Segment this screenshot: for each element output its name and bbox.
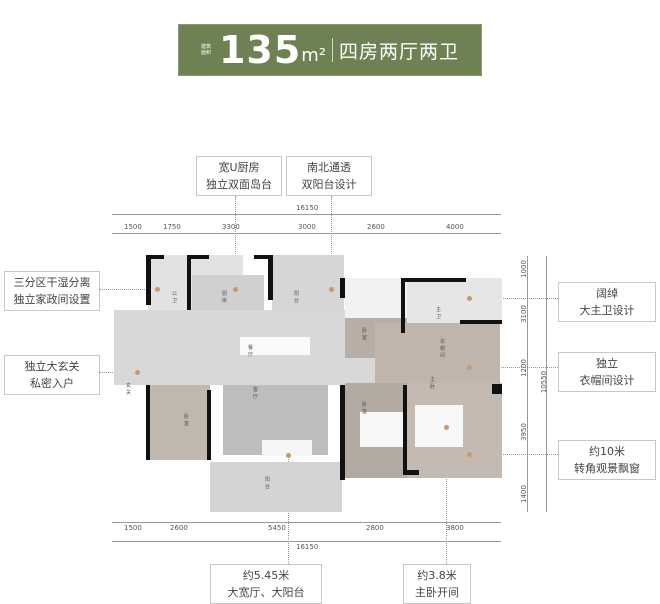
dim-bottom: 2600 — [170, 524, 188, 532]
room-label: 主卧 — [430, 377, 436, 390]
leader-line — [235, 196, 236, 286]
leader-line — [470, 367, 558, 368]
marker-dot — [155, 287, 160, 292]
marker-dot — [286, 453, 291, 458]
callout-window: 约10米转角观景飘窗 — [558, 440, 656, 480]
dim-right: 1400 — [519, 485, 528, 503]
marker-dot — [329, 287, 334, 292]
callout-line: 独立家政间设置 — [13, 293, 91, 306]
callout-line: 独立 — [596, 357, 618, 370]
callout-balcony: 南北通透双阳台设计 — [286, 156, 372, 196]
dim-right-total: 10550 — [540, 370, 549, 394]
dim-top: 3300 — [222, 223, 240, 231]
marker-dot — [444, 425, 449, 430]
dim-right: 1200 — [519, 359, 528, 377]
layout-type: 四房两厅两卫 — [339, 40, 460, 63]
dim-top: 1750 — [163, 223, 181, 231]
dimension-line — [112, 522, 501, 523]
marker-dot — [467, 452, 472, 457]
dim-bottom: 1500 — [124, 524, 142, 532]
callout-line: 宽U厨房 — [218, 161, 260, 174]
room-label: 卧室 — [184, 414, 190, 427]
callout-line: 主卧开间 — [415, 586, 459, 599]
dimension-line — [527, 256, 528, 512]
callout-line: 大主卫设计 — [579, 304, 635, 317]
callout-master-bed: 约3.8米主卧开间 — [403, 564, 471, 604]
callout-line: 约5.45米 — [242, 569, 290, 582]
area-unit: m² — [301, 44, 327, 66]
leader-line — [99, 289, 157, 290]
callout-line: 独立大玄关 — [24, 360, 80, 373]
callout-line: 南北通透 — [307, 161, 351, 174]
leader-line — [331, 196, 332, 286]
callout-line: 阔绰 — [596, 287, 618, 300]
marker-dot — [233, 287, 238, 292]
leader-line — [446, 427, 447, 564]
callout-line: 私密入户 — [30, 377, 74, 390]
callout-line: 三分区干湿分离 — [13, 276, 91, 289]
dim-right: 3100 — [519, 305, 528, 323]
callout-closet: 独立衣帽间设计 — [558, 352, 656, 392]
callout-line: 约10米 — [589, 445, 625, 458]
dim-bottom: 2800 — [366, 524, 384, 532]
dim-top: 2600 — [367, 223, 385, 231]
room-label: 阳台 — [265, 477, 271, 490]
dim-right: 3950 — [519, 423, 528, 441]
room-label: 玄关 — [126, 383, 132, 396]
callout-master-bath: 阔绰大主卫设计 — [558, 282, 656, 322]
room-label: 餐厅 — [248, 345, 254, 358]
room-label: 公卫 — [172, 291, 178, 304]
area-banner: 建筑面积 135 m² 四房两厅两卫 — [178, 24, 482, 76]
callout-line: 独立双面岛台 — [206, 178, 272, 191]
dim-bottom-total: 16150 — [296, 543, 319, 551]
callout-line: 约3.8米 — [417, 569, 457, 582]
leader-line — [470, 298, 558, 299]
dimension-line — [546, 256, 547, 512]
dim-bottom: 3800 — [446, 524, 464, 532]
callout-line: 大宽厅、大阳台 — [227, 586, 305, 599]
area-label: 建筑面积 — [200, 44, 211, 56]
callout-line: 双阳台设计 — [301, 178, 357, 191]
room-label: 厨房 — [222, 291, 228, 304]
dim-bottom: 5450 — [268, 524, 286, 532]
dimension-line — [112, 214, 501, 215]
marker-dot — [467, 296, 472, 301]
callout-line: 转角观景飘窗 — [574, 462, 640, 475]
callout-kitchen: 宽U厨房独立双面岛台 — [196, 156, 282, 196]
area-value: 135 — [218, 28, 302, 72]
room-label: 衣帽间 — [440, 339, 446, 359]
dim-top: 3000 — [298, 223, 316, 231]
marker-dot — [135, 370, 140, 375]
dimension-line — [112, 541, 501, 542]
dim-top: 4000 — [446, 223, 464, 231]
callout-line: 衣帽间设计 — [579, 374, 635, 387]
dim-top-total: 16150 — [296, 204, 319, 212]
dimension-line — [112, 233, 501, 234]
leader-line — [470, 454, 558, 455]
callout-living: 约5.45米大宽厅、大阳台 — [210, 564, 322, 604]
dim-top: 1500 — [124, 223, 142, 231]
dim-right: 1000 — [519, 260, 528, 278]
callout-entry: 独立大玄关私密入户 — [4, 355, 100, 395]
divider — [332, 38, 334, 62]
room-label: 卧室 — [362, 402, 368, 415]
room-label: 客厅 — [253, 387, 259, 400]
marker-dot — [467, 365, 472, 370]
callout-dry-wet: 三分区干湿分离独立家政间设置 — [4, 271, 100, 311]
room-label: 阳台 — [294, 291, 300, 304]
room-label: 卧室 — [362, 328, 368, 341]
room-label: 主卫 — [436, 307, 442, 320]
